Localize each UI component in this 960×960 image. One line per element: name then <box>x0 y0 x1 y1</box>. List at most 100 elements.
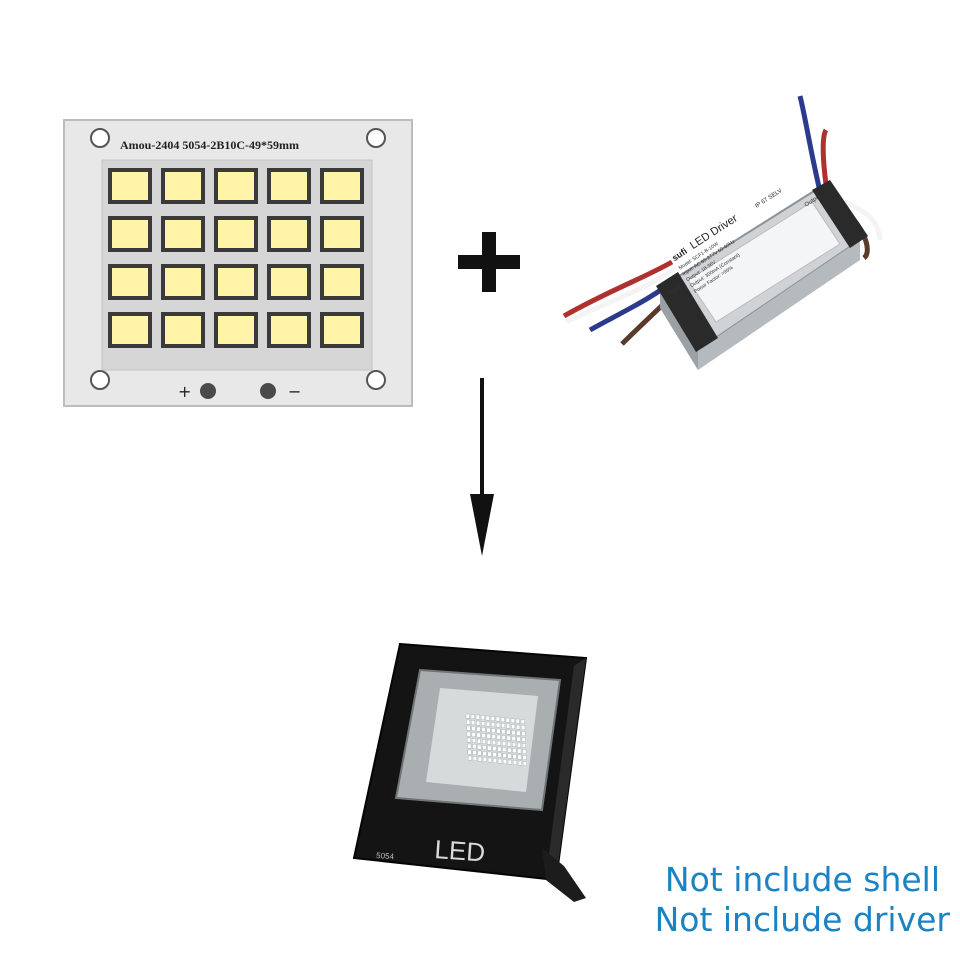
floodlight-led-chip <box>516 736 521 742</box>
floodlight-led-chip <box>492 746 497 751</box>
floodlight-led-chip <box>502 747 507 752</box>
floodlight-led-chip <box>501 735 506 740</box>
floodlight-led-chip <box>516 730 521 736</box>
floodlight-led-chip <box>471 726 476 731</box>
plus-solder-pad <box>200 383 216 399</box>
led-chip <box>165 316 201 344</box>
floodlight-led-chip <box>476 738 481 744</box>
led-chip <box>165 220 201 248</box>
down-arrow-icon <box>470 378 494 556</box>
floodlight-led-chip <box>500 717 505 722</box>
floodlight-led-chip <box>477 744 482 750</box>
floodlight-led-chip <box>486 733 491 739</box>
floodlight-led-chip <box>506 723 511 729</box>
floodlight-led-chip <box>521 725 526 730</box>
floodlight-led-chip <box>486 727 491 733</box>
led-chip <box>271 268 307 296</box>
floodlight-led-chip <box>467 749 472 755</box>
minus-terminal-mark: − <box>288 382 301 401</box>
floodlight-led-chip <box>501 729 506 734</box>
floodlight-led-chip <box>472 750 477 755</box>
floodlight-led-chip <box>492 752 497 757</box>
floodlight-led-chip <box>496 740 501 746</box>
led-chip <box>271 172 307 200</box>
led-chip <box>165 268 201 296</box>
floodlight-led-chip <box>507 753 512 759</box>
floodlight-led-chip <box>501 741 506 746</box>
floodlight-led-chip <box>516 724 521 730</box>
floodlight-led-chip <box>491 734 496 739</box>
mount-hole <box>366 370 386 390</box>
floodlight-led-chip <box>471 720 476 725</box>
floodlight-led-chip <box>487 751 492 757</box>
floodlight-led-chip <box>486 721 491 727</box>
floodlight-model: 5054 <box>376 851 395 861</box>
led-chip <box>112 316 148 344</box>
floodlight-led-chip <box>482 745 487 750</box>
floodlight-led-chip <box>466 737 471 743</box>
floodlight-led-chip <box>470 714 475 719</box>
floodlight-led-chip <box>521 737 526 742</box>
floodlight-led-chip <box>466 719 471 725</box>
floodlight-led-chip <box>477 750 482 756</box>
floodlight-led-chip <box>491 722 496 727</box>
floodlight-led-chip <box>502 753 507 758</box>
led-chip <box>218 172 254 200</box>
floodlight-led-chip <box>466 731 471 737</box>
note-not-include-shell: Not include shell <box>664 860 940 899</box>
led-chip <box>218 268 254 296</box>
floodlight-led-chip <box>467 755 472 761</box>
floodlight-led-chip <box>511 736 516 741</box>
floodlight-led-chip <box>510 718 515 723</box>
floodlight-led-chip <box>506 735 511 741</box>
board-label: Amou-2404 5054-2B10C-49*59mm <box>120 138 299 152</box>
floodlight-led-chip <box>490 716 495 721</box>
floodlight-led-chip <box>512 760 517 765</box>
led-chip-array <box>465 713 527 766</box>
led-chip <box>218 220 254 248</box>
floodlight-led-chip <box>481 727 486 732</box>
floodlight-led-chip <box>515 718 520 724</box>
floodlight-led-chip <box>491 728 496 733</box>
floodlight-led-chip <box>522 755 527 760</box>
floodlight-led-chip <box>506 729 511 735</box>
floodlight-led-chip <box>522 761 527 766</box>
plus-terminal-mark: + <box>178 382 191 401</box>
led-chip <box>324 220 360 248</box>
floodlight-led-chip <box>465 713 470 719</box>
floodlight-led-chip <box>497 752 502 758</box>
led-grid <box>108 168 364 348</box>
floodlight-led-chip <box>485 715 490 721</box>
floodlight-led-chip <box>502 759 507 764</box>
floodlight-led-chip <box>511 742 516 747</box>
floodlight-led-chip <box>497 746 502 752</box>
floodlight-led-chip <box>481 739 486 744</box>
floodlight-led-chip <box>517 754 522 760</box>
floodlight-led-chip <box>481 721 486 726</box>
floodlight-led-chip <box>521 743 526 748</box>
floodlight-led-chip <box>475 714 480 720</box>
floodlight-led-chip <box>466 725 471 731</box>
floodlight-led-chip <box>511 724 516 729</box>
floodlight-led-chip <box>495 716 500 722</box>
led-chip <box>112 220 148 248</box>
led-chip <box>112 172 148 200</box>
led-chip <box>324 316 360 344</box>
floodlight-led-chip <box>511 730 516 735</box>
floodlight-led-chip <box>467 743 472 749</box>
floodlight-led-chip <box>482 751 487 756</box>
floodlight-led-chip <box>482 757 487 762</box>
minus-solder-pad <box>260 383 276 399</box>
floodlight-led-chip <box>487 757 492 763</box>
mount-hole <box>90 128 110 148</box>
floodlight-led-chip <box>505 717 510 723</box>
floodlight-led-chip <box>507 759 512 765</box>
floodlight-led-chip <box>471 732 476 737</box>
floodlight-image: LED 5054 <box>352 642 588 902</box>
floodlight-led-chip <box>512 748 517 753</box>
floodlight-led-chip <box>476 720 481 726</box>
floodlight-led-chip <box>480 715 485 720</box>
floodlight-led-chip <box>496 734 501 740</box>
led-chip <box>271 316 307 344</box>
floodlight-label: LED <box>434 834 487 867</box>
